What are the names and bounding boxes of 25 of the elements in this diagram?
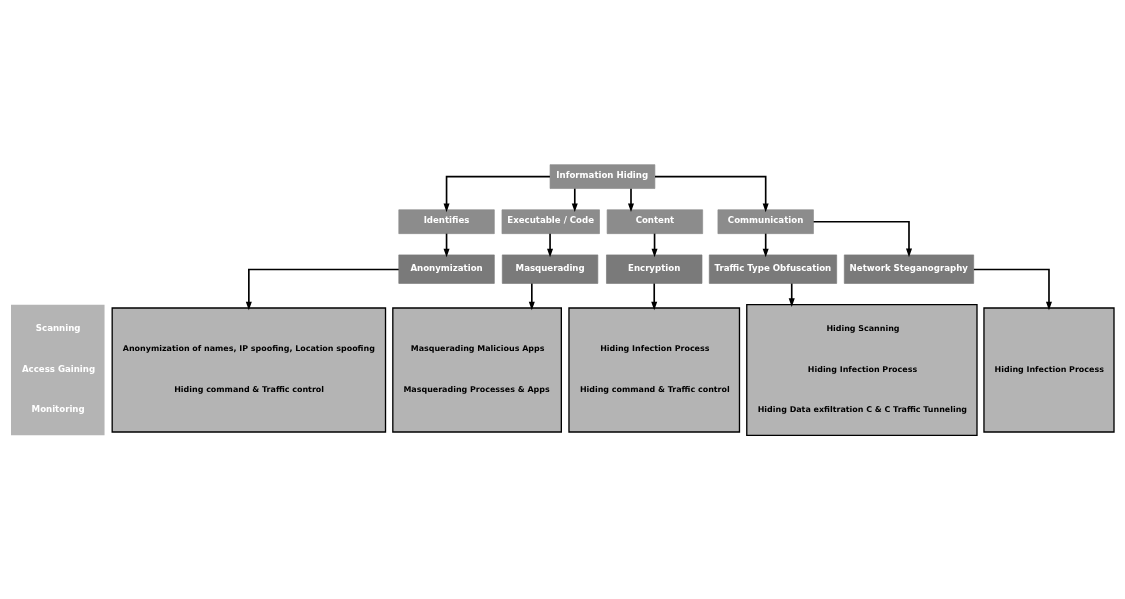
arrow — [528, 282, 535, 310]
arrow — [245, 268, 400, 310]
node-box: Information Hiding — [549, 163, 656, 189]
label: Monitoring — [31, 403, 85, 414]
arrow — [788, 282, 795, 307]
node-box: Masquerading — [501, 254, 599, 284]
arrow — [627, 187, 635, 212]
arrow — [973, 268, 1052, 310]
label: Scanning — [35, 322, 81, 333]
node-box: Encryption — [606, 254, 703, 284]
arrow — [547, 232, 554, 257]
node-box: Executable / Code — [501, 208, 600, 234]
arrow — [443, 175, 551, 212]
label: Access Gaining — [21, 363, 96, 374]
arrow — [651, 282, 658, 310]
node-box: Communication — [717, 208, 814, 234]
arrow — [571, 187, 578, 212]
arrow — [762, 232, 769, 257]
arrow — [812, 220, 913, 257]
node-box: Content — [606, 208, 703, 234]
node-box: Identifies — [398, 208, 495, 234]
node-box: Anonymization — [398, 254, 495, 284]
node-box: Traffic Type Obfuscation — [708, 254, 837, 284]
arrow — [654, 175, 769, 212]
node-box: Network Steganography — [843, 254, 974, 284]
